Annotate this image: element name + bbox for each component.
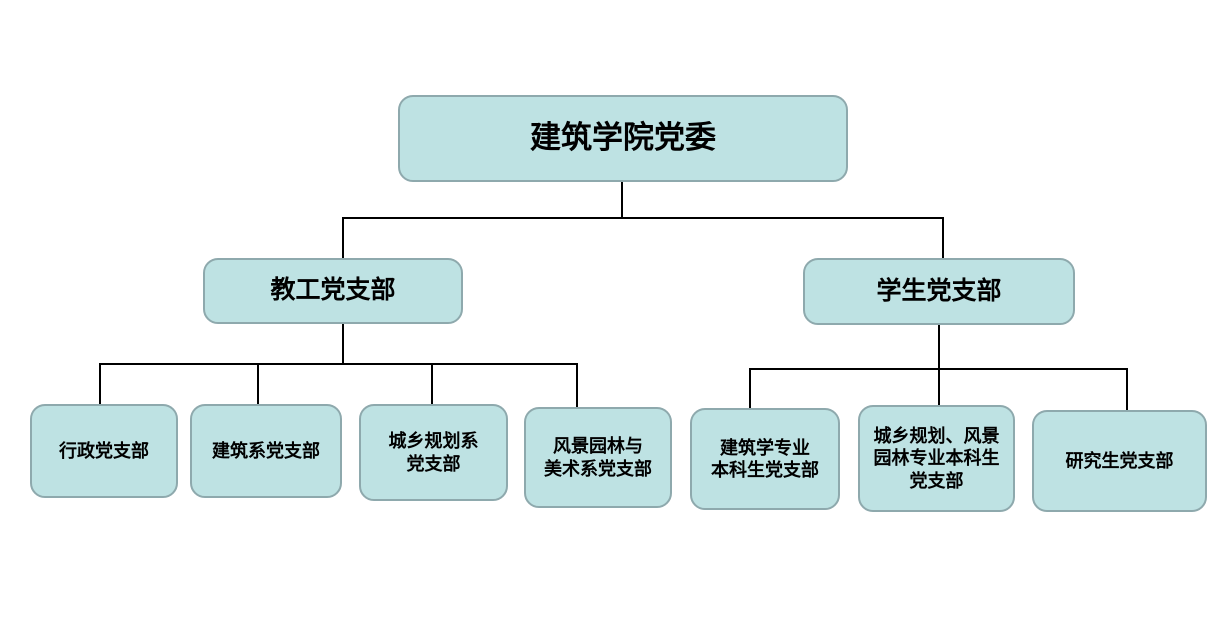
node-planning-landscape-undergrad-branch-label: 城乡规划、风景 园林专业本科生 党支部 xyxy=(873,425,1000,491)
node-root-label: 建筑学院党委 xyxy=(530,120,716,156)
node-student-branch: 学生党支部 xyxy=(803,258,1075,325)
node-architecture-dept-branch-label: 建筑系党支部 xyxy=(212,440,320,461)
node-graduate-branch: 研究生党支部 xyxy=(1032,410,1207,512)
node-graduate-branch-label: 研究生党支部 xyxy=(1065,450,1174,471)
node-admin-branch-label: 行政党支部 xyxy=(59,440,149,461)
node-landscape-art-dept-branch: 风景园林与 美术系党支部 xyxy=(524,407,672,508)
node-student-branch-label: 学生党支部 xyxy=(876,276,1002,305)
node-root: 建筑学院党委 xyxy=(398,95,848,182)
node-urban-planning-dept-branch-label: 城乡规划系 党支部 xyxy=(388,431,479,474)
node-planning-landscape-undergrad-branch: 城乡规划、风景 园林专业本科生 党支部 xyxy=(858,405,1015,512)
node-architecture-undergrad-branch-label: 建筑学专业 本科生党支部 xyxy=(711,437,819,481)
node-faculty-branch: 教工党支部 xyxy=(203,258,463,324)
node-admin-branch: 行政党支部 xyxy=(30,404,178,498)
node-landscape-art-dept-branch-label: 风景园林与 美术系党支部 xyxy=(544,436,652,479)
node-architecture-undergrad-branch: 建筑学专业 本科生党支部 xyxy=(690,408,840,510)
node-urban-planning-dept-branch: 城乡规划系 党支部 xyxy=(359,404,508,501)
node-faculty-branch-label: 教工党支部 xyxy=(270,276,396,305)
node-architecture-dept-branch: 建筑系党支部 xyxy=(190,404,342,498)
